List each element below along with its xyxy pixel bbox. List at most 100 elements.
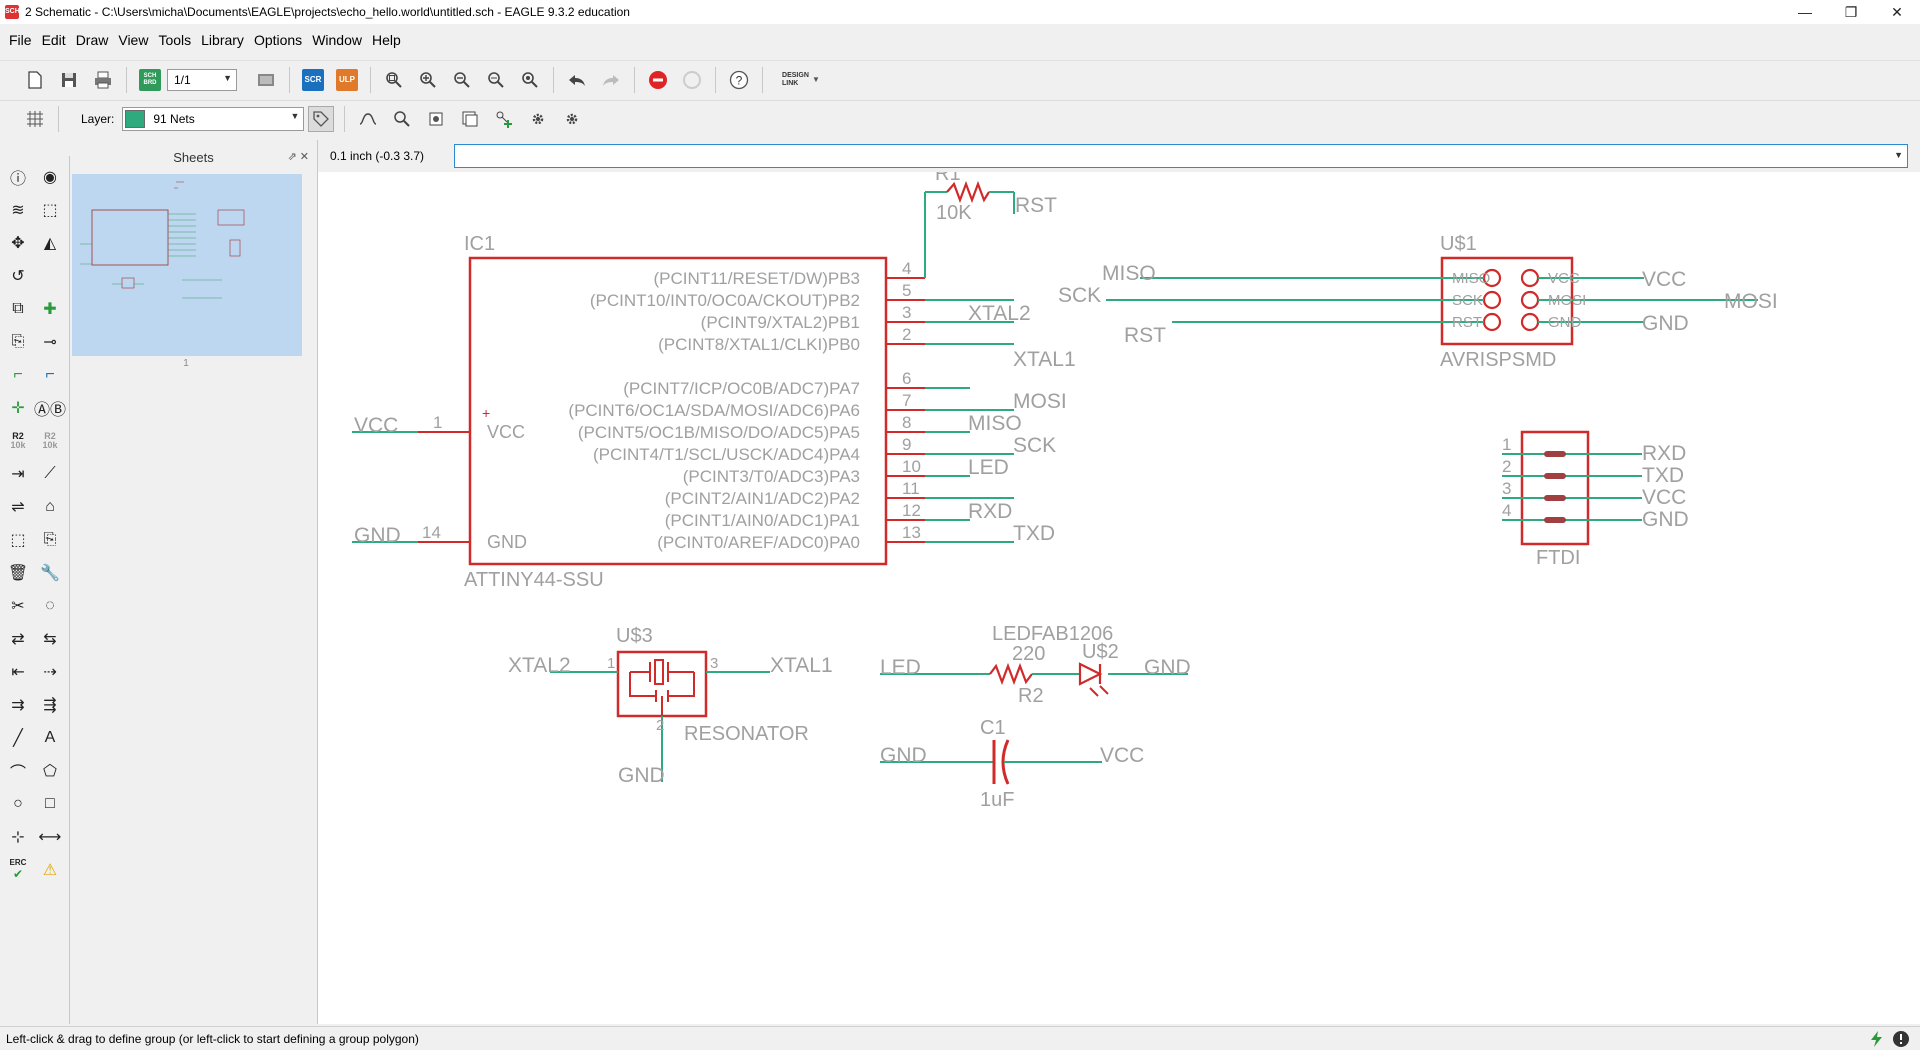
replace-icon[interactable]: ⇄ xyxy=(11,630,25,648)
layers-icon[interactable]: ≋ xyxy=(11,201,25,219)
zoom-fit-icon[interactable] xyxy=(381,67,407,93)
menu-options[interactable]: Options xyxy=(253,32,303,48)
sch-brd-switch-button[interactable]: SCH BRD xyxy=(137,67,163,93)
ftdi-body[interactable] xyxy=(1520,430,1590,546)
lightning-icon[interactable] xyxy=(1868,1030,1886,1048)
ftdi-pin[interactable] xyxy=(1544,451,1566,457)
go-icon[interactable] xyxy=(679,67,705,93)
ftdi-pin[interactable] xyxy=(1544,495,1566,501)
menu-library[interactable]: Library xyxy=(201,32,244,48)
erc-icon[interactable]: ERC✔ xyxy=(2,853,34,886)
horizontal-scrollbar[interactable] xyxy=(318,1010,1920,1024)
change-icon[interactable]: ⇆ xyxy=(43,630,57,648)
attribute-icon[interactable]: ◌ xyxy=(45,596,55,614)
optimize-icon[interactable]: ⇤ xyxy=(11,663,25,681)
move-icon[interactable]: ✥ xyxy=(11,234,25,252)
menu-draw[interactable]: Draw xyxy=(75,32,109,48)
c1-curved-plate[interactable] xyxy=(1001,739,1010,785)
menu-edit[interactable]: Edit xyxy=(41,32,66,48)
schematic-drawing[interactable]: IC1 ATTINY44-SSU VCC GND + (PCINT11/RESE… xyxy=(318,163,1906,1012)
avrisp-pad[interactable] xyxy=(1520,290,1540,310)
led-diode-symbol[interactable] xyxy=(1078,662,1103,686)
panel-float-icon[interactable]: ⇗ ✕ xyxy=(287,151,310,163)
redo-icon[interactable] xyxy=(598,67,624,93)
delete-icon[interactable]: 🗑 xyxy=(7,564,29,582)
stop-icon[interactable] xyxy=(645,67,671,93)
invoke-icon[interactable]: ⇢ xyxy=(43,663,57,681)
pinswap-icon[interactable]: ⇌ xyxy=(11,498,25,516)
paste-icon[interactable]: ⎘ xyxy=(11,332,25,350)
info-icon[interactable]: ⓘ xyxy=(9,170,26,188)
rotate-icon[interactable]: ↺ xyxy=(11,267,25,285)
zoom-out-icon[interactable] xyxy=(449,67,475,93)
design-link-button[interactable]: DESIGN LINK ▼ xyxy=(782,71,820,87)
search-net-icon[interactable] xyxy=(389,106,415,132)
sheet-thumbnail[interactable] xyxy=(72,174,302,356)
avrisp-pad[interactable] xyxy=(1520,268,1540,288)
save-icon[interactable] xyxy=(56,67,82,93)
sheet-select[interactable]: 1/1 ▼ xyxy=(167,68,237,91)
menu-view[interactable]: View xyxy=(118,32,149,48)
menu-tools[interactable]: Tools xyxy=(158,32,192,48)
add-net-icon[interactable] xyxy=(491,106,517,132)
polygon-icon[interactable]: ⬠ xyxy=(43,762,57,780)
mark-icon[interactable]: ⊹ xyxy=(11,828,25,846)
gear-icon[interactable] xyxy=(559,106,585,132)
rect-icon[interactable]: □ xyxy=(45,794,55,812)
miter-icon[interactable]: ⇉ xyxy=(11,696,25,714)
gateswap-icon[interactable]: ⇥ xyxy=(11,465,25,483)
dimension-icon[interactable]: ⟷ xyxy=(38,828,62,846)
sheet-icon[interactable] xyxy=(423,106,449,132)
help-icon[interactable]: ? xyxy=(726,67,752,93)
avrisp-pad[interactable] xyxy=(1520,312,1540,332)
zoom-in-icon[interactable] xyxy=(415,67,441,93)
alert-icon[interactable] xyxy=(1892,1030,1910,1048)
mirror-icon[interactable]: ◭ xyxy=(43,234,57,252)
show-icon[interactable]: ⇶ xyxy=(43,696,57,714)
wire-icon[interactable]: ⌐ xyxy=(13,365,23,383)
line-icon[interactable]: ╱ xyxy=(13,729,23,747)
avrisp-pad[interactable] xyxy=(1482,290,1502,310)
ftdi-pin[interactable] xyxy=(1544,517,1566,523)
minimize-button[interactable]: — xyxy=(1798,4,1812,20)
arc-icon[interactable]: ⌒ xyxy=(9,764,26,782)
text-icon[interactable]: A xyxy=(44,728,56,746)
cam-icon[interactable] xyxy=(253,67,279,93)
group-icon[interactable]: ⬚ xyxy=(10,531,26,549)
circle-icon[interactable]: ○ xyxy=(13,794,23,812)
new-icon[interactable] xyxy=(22,67,48,93)
smash-icon[interactable]: ✂ xyxy=(11,597,25,615)
gear-icon[interactable] xyxy=(525,106,551,132)
print-icon[interactable] xyxy=(90,67,116,93)
menu-window[interactable]: Window xyxy=(312,32,362,48)
bend-style-icon[interactable] xyxy=(355,106,381,132)
ulp-button[interactable]: ULP xyxy=(334,67,360,93)
undo-icon[interactable] xyxy=(564,67,590,93)
restore-button[interactable]: ❐ xyxy=(1844,3,1858,20)
zoom-select-icon[interactable] xyxy=(483,67,509,93)
menu-help[interactable]: Help xyxy=(371,32,401,48)
warning-icon[interactable]: ⚠ xyxy=(42,861,58,879)
label-icon[interactable]: ⒶⒷ xyxy=(34,401,67,419)
paste2-icon[interactable]: ⎘ xyxy=(43,530,57,548)
bus-icon[interactable]: ⌐ xyxy=(45,365,55,383)
select-icon[interactable]: ⬚ xyxy=(42,201,58,219)
sheets-icon[interactable] xyxy=(457,106,483,132)
r1-resistor[interactable] xyxy=(946,180,990,204)
tag-icon[interactable] xyxy=(308,105,335,132)
tag-icon[interactable]: ⌂ xyxy=(45,497,55,515)
r2-resistor[interactable] xyxy=(989,662,1033,686)
add-icon[interactable]: ✚ xyxy=(43,300,57,318)
junction-icon[interactable]: ✛ xyxy=(11,399,25,417)
ftdi-pin[interactable] xyxy=(1544,473,1566,479)
zoom-area-icon[interactable] xyxy=(517,67,543,93)
schematic-canvas[interactable]: IC1 ATTINY44-SSU VCC GND + (PCINT11/RESE… xyxy=(318,163,1920,1012)
layer-select[interactable]: 91 Nets ▼ xyxy=(122,106,305,131)
pin-icon[interactable]: ⊸ xyxy=(43,333,57,351)
menu-file[interactable]: File xyxy=(9,32,32,48)
command-input[interactable]: ▼ xyxy=(454,144,1908,168)
close-button[interactable]: ✕ xyxy=(1891,3,1903,20)
script-button[interactable]: SCR xyxy=(300,67,326,93)
